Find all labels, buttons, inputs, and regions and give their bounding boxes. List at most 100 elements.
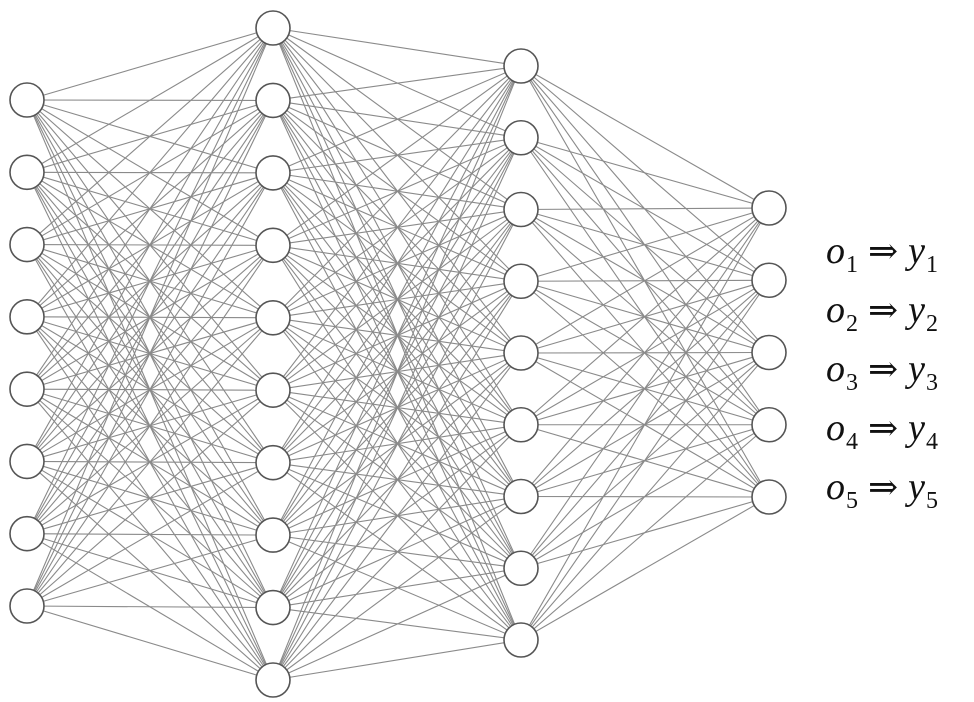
output-symbol: o <box>826 289 845 331</box>
output-symbol: o <box>826 230 845 272</box>
target-symbol: y <box>908 348 926 390</box>
neuron-layer-4-node-3 <box>751 334 787 371</box>
target-symbol: y <box>908 466 926 508</box>
edge-l1n5-l2n1 <box>26 27 274 390</box>
neuron-layer-4-node-4 <box>751 406 787 443</box>
implies-arrow-icon: ⇒ <box>868 349 899 389</box>
neuron-layer-2-node-5 <box>255 299 291 336</box>
output-subscript: 1 <box>846 252 858 278</box>
neuron-layer-3-node-2 <box>503 119 539 156</box>
target-subscript: 3 <box>926 370 939 396</box>
implies-arrow-icon: ⇒ <box>868 231 899 271</box>
neuron-layer-2-node-3 <box>255 155 291 191</box>
neuron-layer-1-node-1 <box>9 82 45 118</box>
output-mapping-list: o1⇒y1 o2⇒y2 o3⇒y3 o4⇒y4 o5⇒y5 <box>826 222 938 517</box>
edge-l1n8-l2n5 <box>26 317 274 607</box>
edge-l2n10-l3n4 <box>272 280 522 681</box>
implies-arrow-icon: ⇒ <box>868 290 899 330</box>
edge-l2n10-l3n5 <box>272 352 522 681</box>
edge-l3n9-l4n5 <box>520 496 770 641</box>
edge-l1n6-l2n1 <box>26 27 274 462</box>
target-subscript: 4 <box>926 429 939 455</box>
edge-l2n3-l3n1 <box>272 65 522 174</box>
neuron-layer-2-node-8 <box>255 517 291 553</box>
edge-l3n9-l4n1 <box>520 207 770 641</box>
edge-l3n9-l4n2 <box>520 279 770 641</box>
edge-l2n4-l3n1 <box>272 65 522 246</box>
target-subscript: 2 <box>926 311 939 337</box>
edge-l3n5-l4n1 <box>520 207 770 354</box>
neuron-layer-1-node-2 <box>9 154 45 191</box>
neuron-layer-2-node-1 <box>255 10 291 46</box>
neuron-layer-1-node-6 <box>9 443 45 480</box>
edge-l1n8-l2n4 <box>26 245 274 607</box>
edge-l1n8-l2n6 <box>26 389 274 607</box>
neuron-layer-3-node-8 <box>503 550 539 587</box>
edge-l2n1-l3n1 <box>272 27 522 67</box>
neuron-layer-2-node-2 <box>255 82 291 119</box>
output-mapping-5: o5⇒y5 <box>826 458 938 517</box>
output-symbol: o <box>826 348 845 390</box>
output-mapping-4: o4⇒y4 <box>826 399 938 458</box>
target-symbol: y <box>908 289 926 331</box>
edge-l2n10-l3n1 <box>272 65 522 681</box>
edge-l2n10-l3n6 <box>272 424 522 681</box>
edge-l3n7-l4n1 <box>520 207 770 497</box>
neuron-layer-2-node-9 <box>255 589 291 626</box>
edge-l1n8-l2n7 <box>26 462 274 607</box>
output-symbol: o <box>826 407 845 449</box>
output-subscript: 3 <box>846 370 858 396</box>
edge-l2n9-l3n1 <box>272 65 522 608</box>
edge-l1n8-l2n3 <box>26 172 274 607</box>
edge-l1n8-l2n1 <box>26 27 274 607</box>
output-mapping-2: o2⇒y2 <box>826 281 938 340</box>
neuron-layer-3-node-6 <box>503 406 539 443</box>
edge-l2n10-l3n3 <box>272 209 522 681</box>
edge-l2n10-l3n8 <box>272 567 522 681</box>
output-subscript: 4 <box>846 429 858 455</box>
edge-l1n3-l2n1 <box>26 27 274 245</box>
edge-l2n10-l3n9 <box>272 639 522 681</box>
edge-l2n6-l3n1 <box>272 65 522 391</box>
edge-l3n6-l4n1 <box>520 207 770 426</box>
edge-l3n3-l4n1 <box>520 207 770 211</box>
output-mapping-1: o1⇒y1 <box>826 222 938 281</box>
edge-l3n2-l4n1 <box>520 137 770 209</box>
edge-l1n1-l2n1 <box>26 27 274 101</box>
connection-edges <box>26 27 770 681</box>
target-subscript: 5 <box>926 488 939 514</box>
edge-l1n7-l2n1 <box>26 27 274 534</box>
neuron-nodes <box>9 10 787 698</box>
neuron-layer-2-node-10 <box>255 662 291 698</box>
edge-l1n4-l2n1 <box>26 27 274 318</box>
edge-l3n1-l4n1 <box>520 65 770 209</box>
edge-l2n5-l3n1 <box>272 65 522 319</box>
edge-l2n10-l3n7 <box>272 496 522 681</box>
edge-l2n10-l3n2 <box>272 137 522 681</box>
edge-l3n8-l4n1 <box>520 207 770 569</box>
neuron-layer-2-node-6 <box>255 372 291 409</box>
output-subscript: 5 <box>846 488 858 514</box>
edge-l1n8-l2n9 <box>26 605 274 609</box>
neuron-layer-4-node-5 <box>751 479 787 515</box>
neuron-layer-3-node-4 <box>503 263 539 300</box>
neuron-layer-3-node-7 <box>503 478 539 515</box>
output-mapping-3: o3⇒y3 <box>826 340 938 399</box>
edge-l1n8-l2n10 <box>26 605 274 681</box>
neuron-layer-3-node-1 <box>503 48 539 84</box>
edge-l2n8-l3n1 <box>272 65 522 536</box>
neuron-layer-2-node-4 <box>255 227 291 264</box>
neuron-layer-1-node-5 <box>9 371 45 407</box>
target-subscript: 1 <box>926 252 939 278</box>
neuron-layer-4-node-1 <box>751 190 787 226</box>
neuron-layer-2-node-7 <box>255 444 291 481</box>
neuron-layer-3-node-3 <box>503 191 539 228</box>
neuron-layer-4-node-2 <box>751 262 787 299</box>
neuron-layer-1-node-3 <box>9 226 45 263</box>
edge-l1n2-l2n1 <box>26 27 274 173</box>
target-symbol: y <box>908 230 926 272</box>
edge-l3n9-l4n3 <box>520 352 770 641</box>
neuron-layer-1-node-8 <box>9 588 45 624</box>
implies-arrow-icon: ⇒ <box>868 408 899 448</box>
